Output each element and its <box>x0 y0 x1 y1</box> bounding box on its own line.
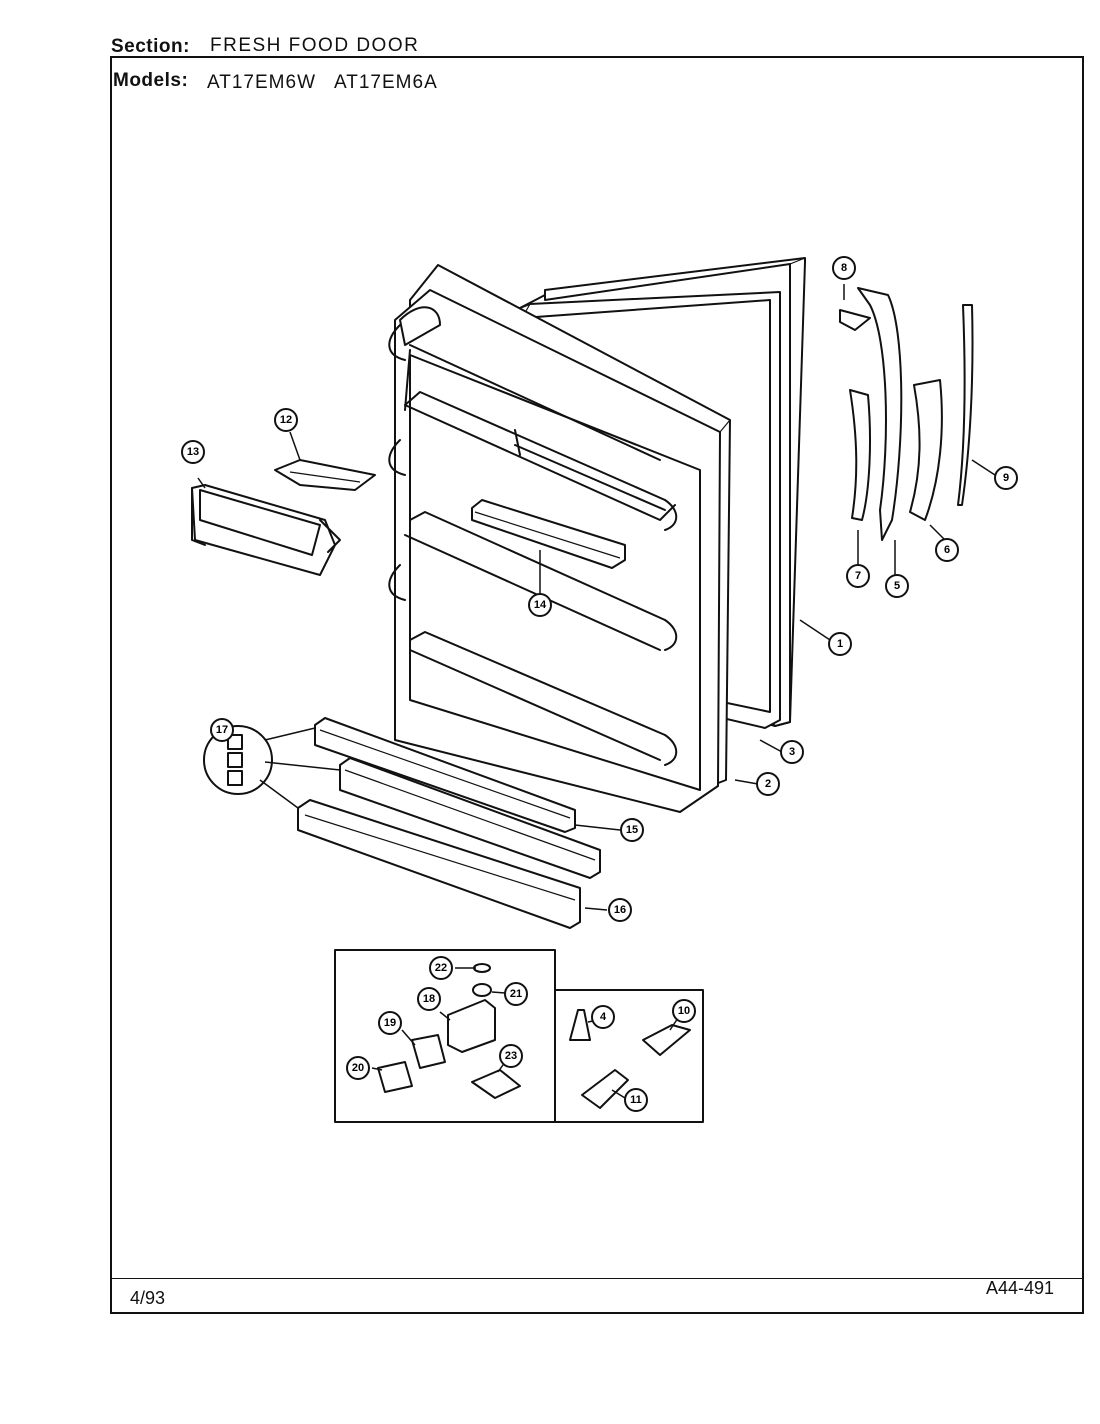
models-label: Models: <box>113 70 189 91</box>
diagram-frame <box>110 56 1084 1314</box>
callout-19: 19 <box>378 1011 402 1035</box>
callout-10: 10 <box>672 999 696 1023</box>
svg-text:22: 22 <box>435 962 447 974</box>
svg-text:10: 10 <box>678 1005 690 1017</box>
model-number-2: AT17EM6A <box>334 72 438 93</box>
svg-text:19: 19 <box>384 1017 396 1029</box>
svg-text:5: 5 <box>894 580 900 592</box>
svg-text:8: 8 <box>841 262 847 274</box>
svg-text:15: 15 <box>626 824 638 836</box>
svg-text:12: 12 <box>280 414 292 426</box>
svg-text:3: 3 <box>789 746 795 758</box>
svg-text:1: 1 <box>837 638 843 650</box>
callout-3: 3 <box>780 740 804 764</box>
model-number-1: AT17EM6W <box>207 72 317 93</box>
callout-16: 16 <box>608 898 632 922</box>
dairy-door <box>191 484 341 576</box>
svg-text:18: 18 <box>423 993 435 1005</box>
svg-text:20: 20 <box>352 1062 364 1074</box>
section-label: Section: <box>111 36 190 57</box>
svg-text:9: 9 <box>1003 472 1009 484</box>
callout-17: 17 <box>210 718 234 742</box>
callout-15: 15 <box>620 818 644 842</box>
svg-text:2: 2 <box>765 778 771 790</box>
hinge-parts-inset <box>334 949 704 1123</box>
callout-12: 12 <box>274 408 298 432</box>
callout-21: 21 <box>504 982 528 1006</box>
end-cap-detail <box>203 725 341 809</box>
handle-assembly <box>839 284 996 575</box>
callout-23: 23 <box>499 1044 523 1068</box>
door-shelf-lower <box>297 799 581 929</box>
callout-9: 9 <box>994 466 1018 490</box>
svg-text:21: 21 <box>510 988 522 1000</box>
section-title: FRESH FOOD DOOR <box>210 35 420 56</box>
callout-7: 7 <box>846 564 870 588</box>
callout-5: 5 <box>885 574 909 598</box>
svg-text:11: 11 <box>630 1094 642 1106</box>
callout-20: 20 <box>346 1056 370 1080</box>
svg-text:16: 16 <box>614 904 626 916</box>
svg-text:4: 4 <box>600 1011 607 1023</box>
callout-6: 6 <box>935 538 959 562</box>
callout-11: 11 <box>624 1088 648 1112</box>
door-shelf-middle <box>339 757 601 879</box>
callout-14: 14 <box>528 593 552 617</box>
dairy-hinge <box>274 459 376 491</box>
svg-text:17: 17 <box>216 724 228 736</box>
revision-date: 4/93 <box>130 1288 166 1308</box>
footer-divider <box>110 1278 1084 1279</box>
callout-22: 22 <box>429 956 453 980</box>
diagram-code: A44-491 <box>986 1278 1055 1298</box>
svg-text:14: 14 <box>534 599 547 611</box>
callout-2: 2 <box>756 772 780 796</box>
svg-text:23: 23 <box>505 1050 517 1062</box>
callout-8: 8 <box>832 256 856 280</box>
callout-13: 13 <box>181 440 205 464</box>
door-shelf-upper <box>314 717 576 833</box>
shelf-bar <box>471 499 626 595</box>
svg-text:13: 13 <box>187 446 199 458</box>
svg-text:7: 7 <box>855 570 861 582</box>
svg-text:6: 6 <box>944 544 950 556</box>
callout-4: 4 <box>591 1005 615 1029</box>
callout-18: 18 <box>417 987 441 1011</box>
callout-1: 1 <box>828 632 852 656</box>
